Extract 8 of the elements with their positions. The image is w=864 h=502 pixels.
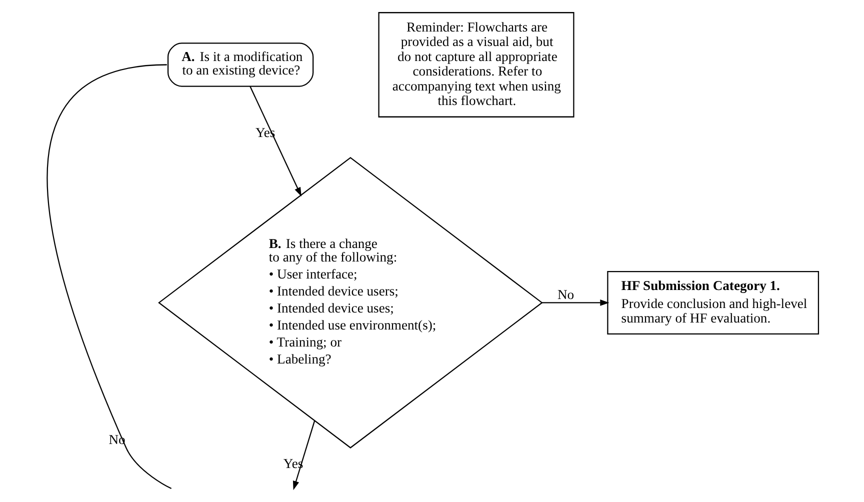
connector xyxy=(46,64,172,490)
arrow xyxy=(542,300,609,306)
node-box: Reminder: Flowcharts are provided as a visual aid, but do not capture all appropriate considerations. Refer to accompanying text when using this flowchart. xyxy=(378,12,574,118)
arrow xyxy=(249,86,301,196)
node-diamond: B. Is there a change to any of the following: • User interface; • Intended device users; • Intended device uses; • Intended use environment(s); • Training; or • Labeling? xyxy=(158,156,542,448)
edge-label: No xyxy=(556,286,574,302)
node-box: A. Is it a modification to an existing device? xyxy=(166,42,314,87)
node-box: HF Submission Category 1. Provide conclusion and high-level summary of HF evaluation. xyxy=(606,270,819,334)
